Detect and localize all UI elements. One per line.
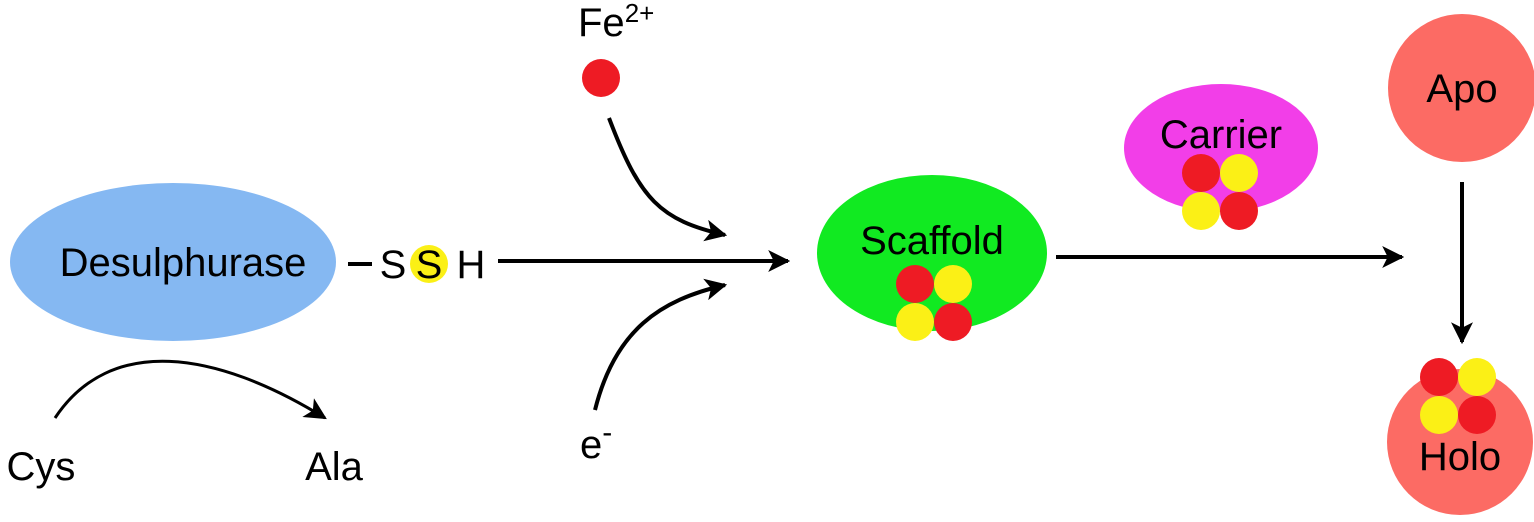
cluster-iron [1458, 396, 1496, 434]
desulphurase-label: Desulphurase [60, 241, 307, 285]
cluster-iron [1182, 154, 1220, 192]
cys-to-ala-arrow [53, 359, 327, 420]
iron-symbol: Fe [578, 1, 625, 45]
carrier-ellipse [1124, 84, 1318, 212]
cluster-iron [934, 303, 972, 341]
cluster-sulphur [896, 303, 934, 341]
cluster-sulphur [1458, 358, 1496, 396]
iron-atom [582, 59, 620, 97]
cluster-sulphur [1182, 192, 1220, 230]
cluster-sulphur [934, 265, 972, 303]
electron-input-arrow [593, 278, 728, 411]
cys-label: Cys [7, 445, 76, 489]
electron-charge: - [602, 416, 612, 449]
holo-label: Holo [1419, 435, 1501, 479]
thiol-hydrogen: H [457, 243, 486, 287]
thiol-sulphur-1: S [380, 243, 407, 287]
thiol-sulphur-2: S [416, 243, 443, 287]
scaffold-ellipse [817, 175, 1047, 331]
desulphurase-ellipse [10, 183, 336, 341]
scaffold-fe-s-cluster [896, 265, 972, 341]
cluster-iron [1220, 192, 1258, 230]
cluster-sulphur [1420, 396, 1458, 434]
apo-label: Apo [1426, 67, 1497, 111]
carrier-label: Carrier [1160, 113, 1282, 157]
apo-protein [1388, 14, 1534, 162]
cluster-sulphur [1220, 154, 1258, 192]
holo-fe-s-cluster [1420, 358, 1496, 434]
cluster-iron [1420, 358, 1458, 396]
carrier-fe-s-cluster [1182, 154, 1258, 230]
iron-input-arrow [607, 117, 728, 242]
iron-charge: 2+ [625, 0, 655, 28]
ala-label: Ala [305, 445, 364, 489]
persulphide-sulphur-highlight [410, 245, 448, 283]
cluster-iron [896, 265, 934, 303]
iron-ion-label: Fe2+ [578, 0, 654, 45]
electron-symbol: e [580, 423, 602, 467]
electron-label: e- [580, 416, 612, 467]
scaffold-label: Scaffold [860, 219, 1004, 263]
